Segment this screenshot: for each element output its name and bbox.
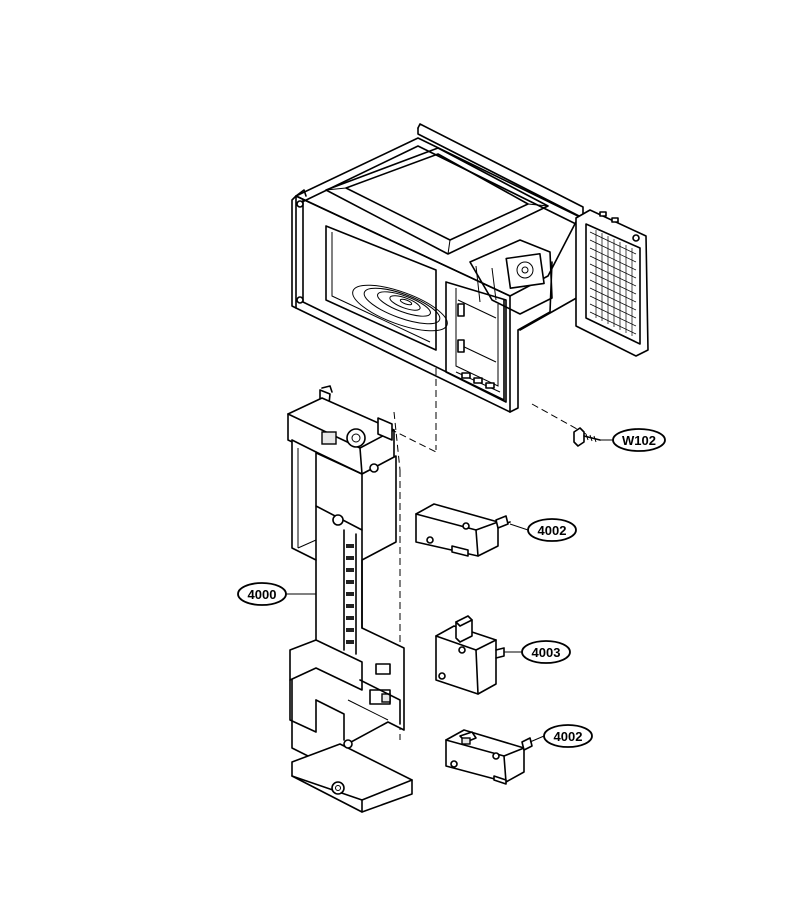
callout-4000: 4000 [237, 582, 287, 606]
callout-label: 4003 [532, 645, 561, 660]
rear-vent-cover [575, 209, 649, 357]
callout-label: 4000 [248, 587, 277, 602]
ratchet-teeth [346, 544, 354, 644]
micro-switch-part-4003 [435, 615, 505, 695]
microwave-chassis [291, 123, 584, 413]
latch-board-part-4000 [287, 385, 413, 813]
callout-4002-upper: 4002 [527, 518, 577, 542]
callout-label: 4002 [538, 523, 567, 538]
screw-part-w102 [573, 427, 601, 447]
callout-w102: W102 [612, 428, 666, 452]
callout-leader-lines [286, 439, 614, 743]
callout-4002-lower: 4002 [543, 724, 593, 748]
callout-4003: 4003 [521, 640, 571, 664]
callout-label: W102 [622, 433, 656, 448]
micro-switch-part-4002-upper [415, 503, 511, 557]
micro-switch-part-4002-lower [445, 729, 533, 785]
callout-label: 4002 [554, 729, 583, 744]
vent-grid [589, 230, 637, 336]
